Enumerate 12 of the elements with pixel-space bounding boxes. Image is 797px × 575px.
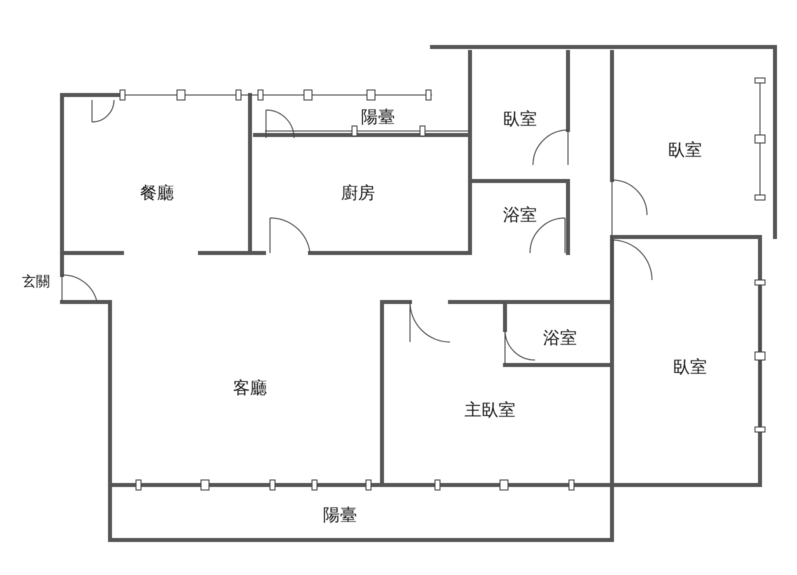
room-label: 客廳 — [233, 378, 267, 400]
room-label: 陽臺 — [361, 106, 395, 128]
room-label: 餐廳 — [140, 182, 174, 204]
room-label: 玄關 — [22, 273, 50, 291]
room-label: 臥室 — [668, 140, 702, 162]
room-label: 廚房 — [341, 182, 375, 204]
room-label: 臥室 — [673, 356, 707, 378]
room-label: 浴室 — [503, 204, 537, 226]
room-label: 臥室 — [503, 108, 537, 130]
room-label: 陽臺 — [323, 504, 357, 526]
room-label: 主臥室 — [464, 400, 516, 422]
room-label: 浴室 — [543, 328, 577, 350]
